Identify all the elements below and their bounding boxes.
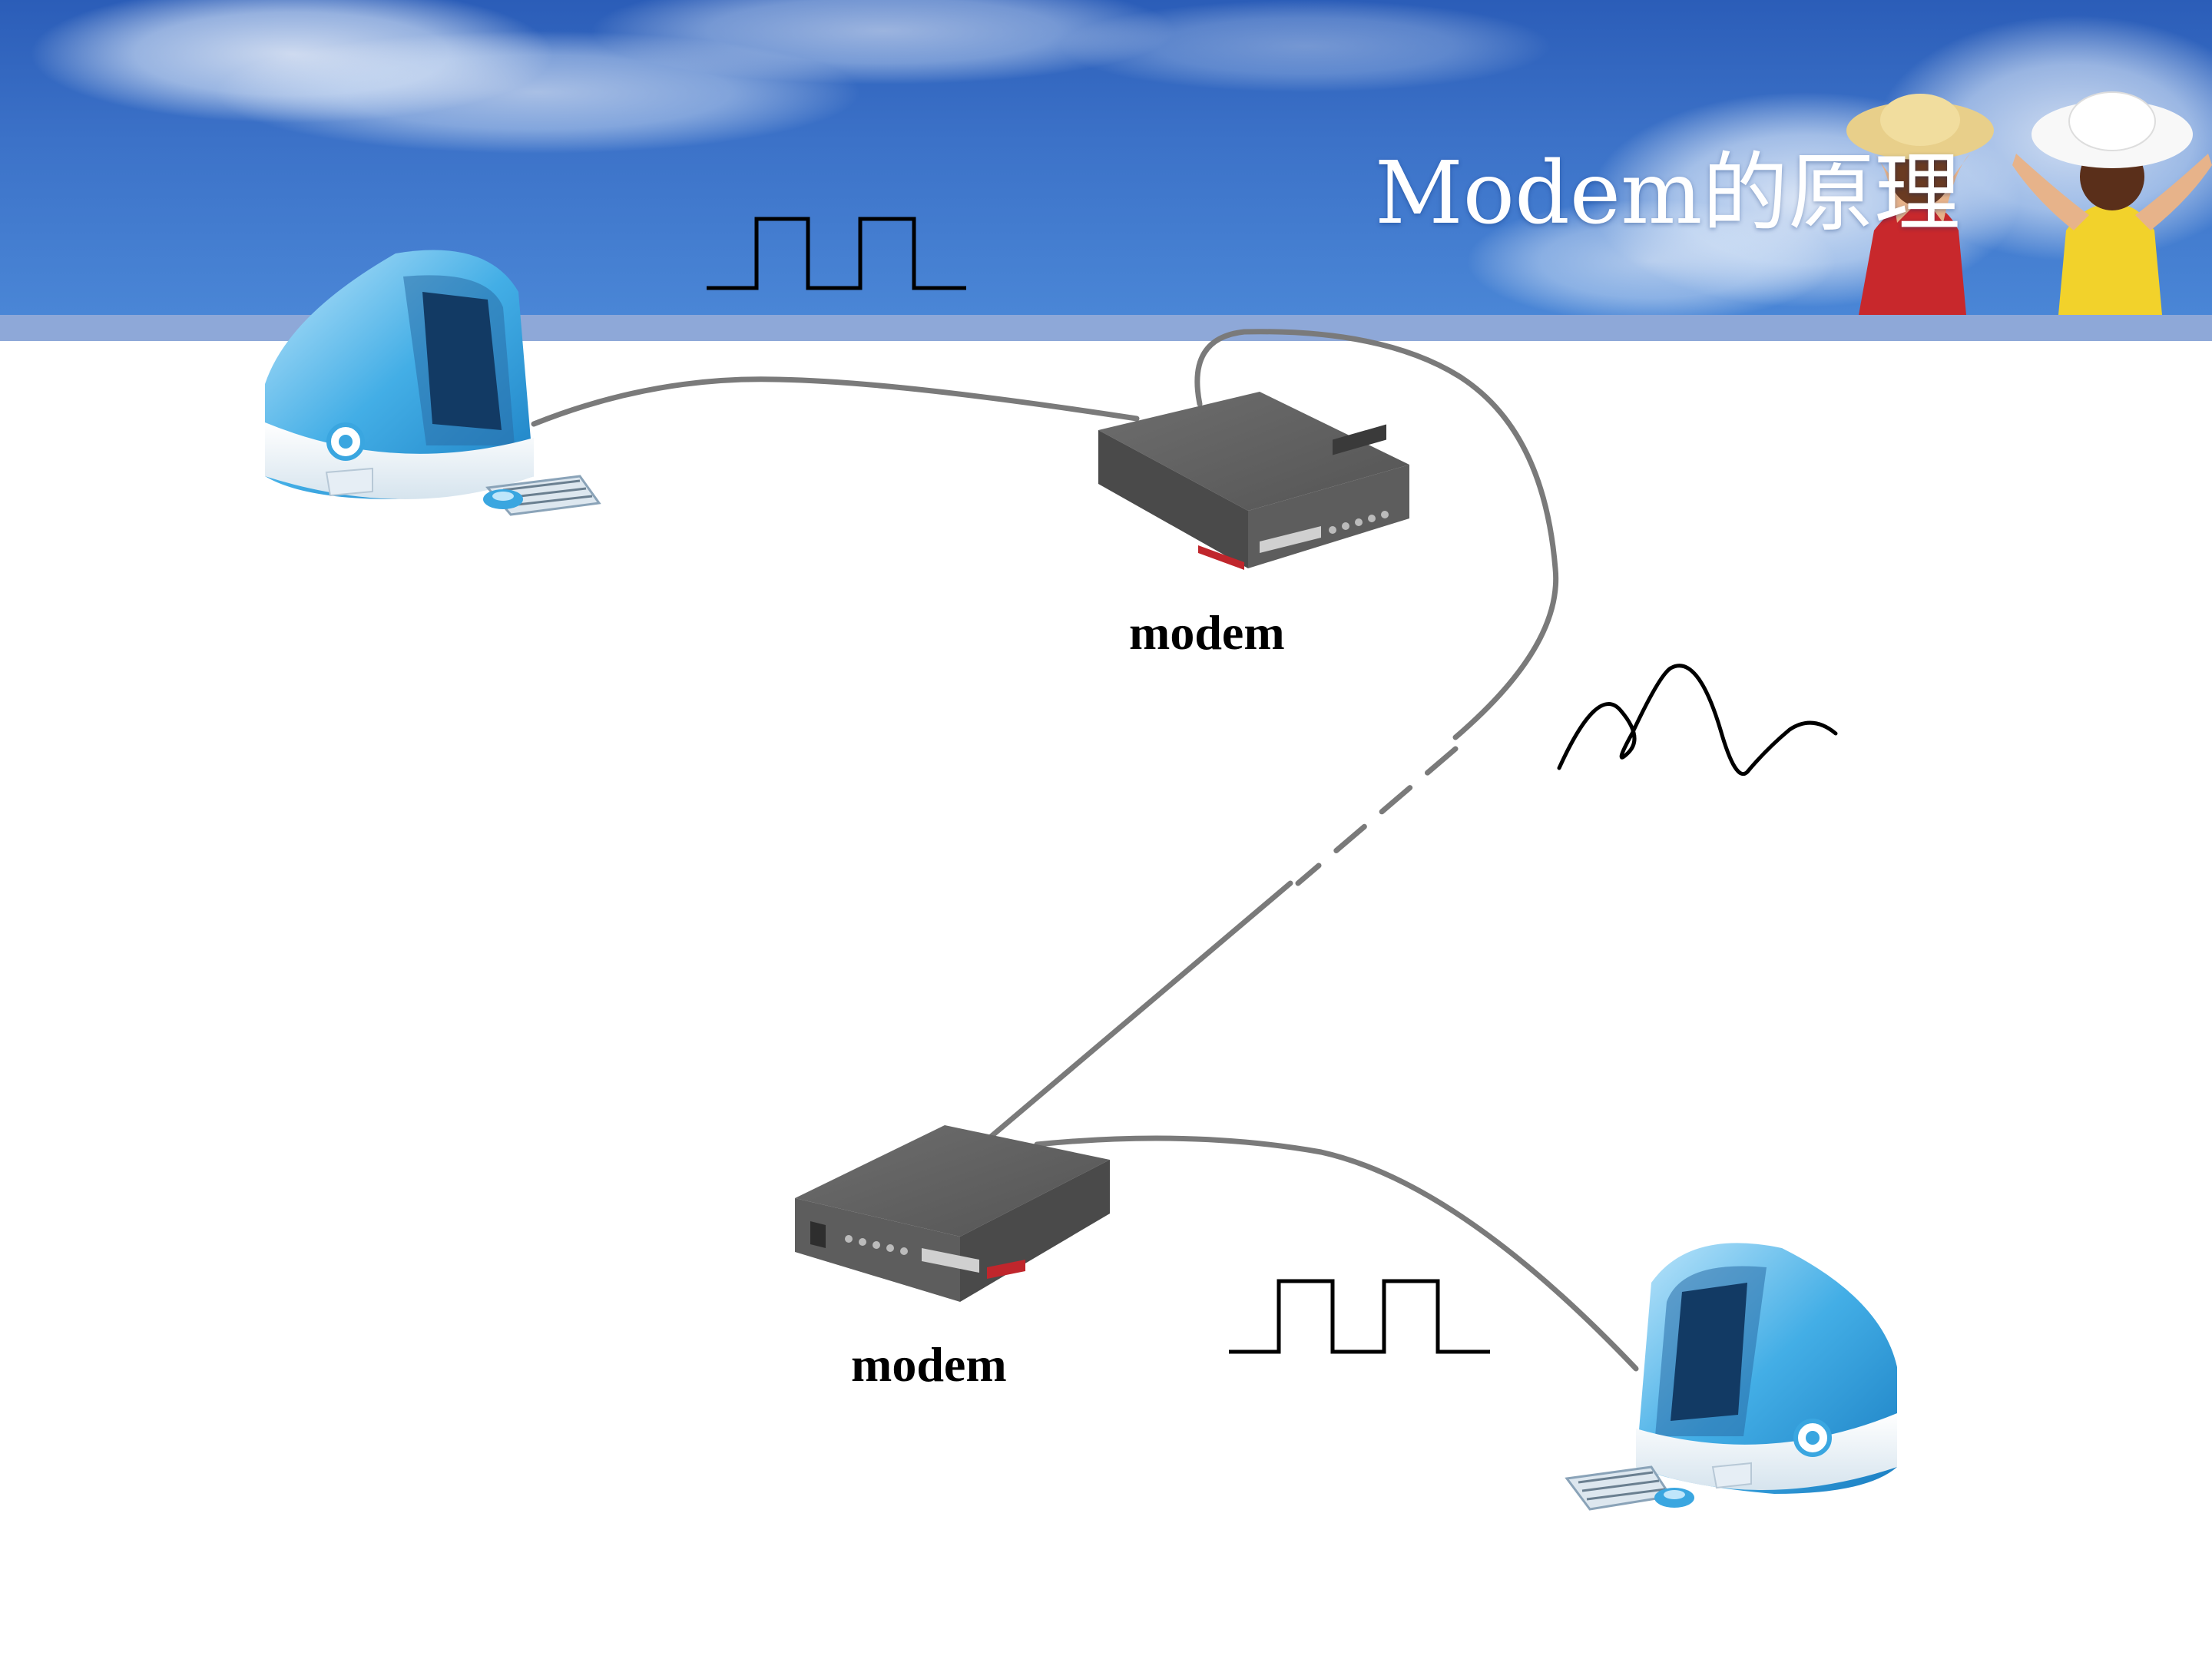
digital-signal-bottom <box>1229 1279 1490 1354</box>
slide-title: Modem的原理 <box>1375 144 1961 243</box>
header-photo-women <box>1846 91 2212 315</box>
modem-1 <box>1098 392 1409 570</box>
digital-signal-top <box>707 217 966 290</box>
cable-modem2-computer2 <box>1034 1135 1639 1372</box>
analog-signal-wave <box>1557 664 1838 777</box>
cables <box>531 329 1639 1372</box>
modem-2 <box>795 1125 1110 1302</box>
cable-phoneline-dashed <box>1295 746 1459 886</box>
computer-1 <box>265 250 601 516</box>
modem-device-icon <box>795 1125 1110 1302</box>
cable-computer1-modem1 <box>531 376 1140 427</box>
computer-2 <box>1565 1243 1897 1511</box>
cable-phoneline-modem2 <box>988 880 1293 1140</box>
modem-label-bottom: modem <box>851 1337 1007 1392</box>
imac-computer-icon <box>1565 1243 1897 1511</box>
imac-computer-icon <box>265 250 601 516</box>
cable-modem1-phoneline <box>1194 329 1559 740</box>
modem-device-icon <box>1098 392 1409 570</box>
modem-label-top: modem <box>1129 605 1285 660</box>
